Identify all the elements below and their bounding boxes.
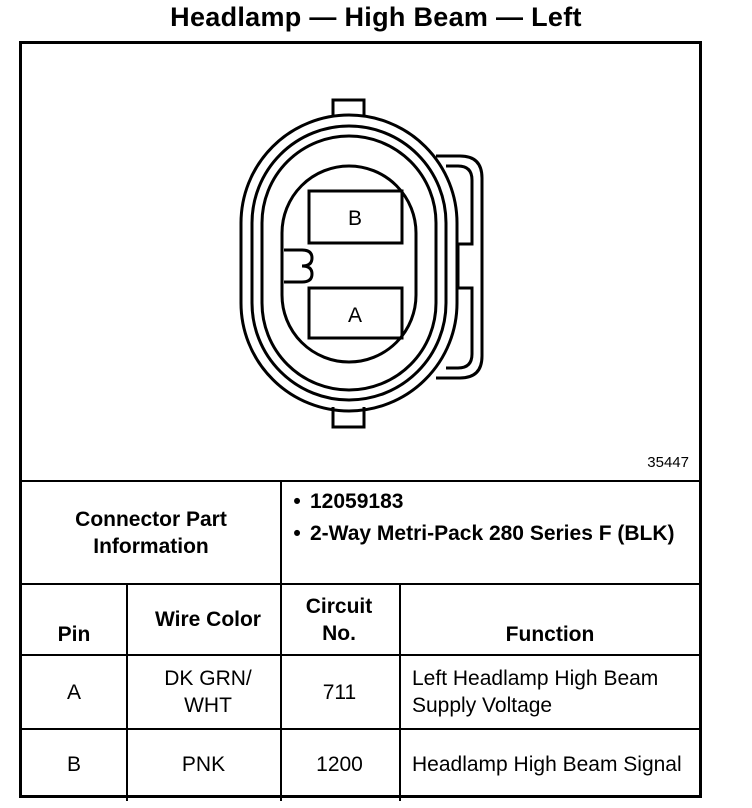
header-function: Function [505,623,595,646]
table-cell-function: Left Headlamp High Beam Supply Voltage [412,667,659,717]
header-wire-color: Wire Color [155,608,261,631]
connector-latch [436,154,484,380]
table-cell-function: Headlamp High Beam Signal [412,752,682,776]
connector-bottom-tab [331,407,366,429]
divider [22,728,699,730]
header-circuit-no: Circuit No. [305,594,373,645]
table-cell-wire-color: PNK [181,752,226,776]
page-title: Headlamp — High Beam — Left [170,2,582,32]
divider [126,583,128,801]
connector-inner-housing [280,164,418,364]
table-cell-wire-color: DK GRN/ WHT [164,667,252,717]
divider [22,583,699,585]
list-item: • 2-Way Metri-Pack 280 Series F (BLK) [293,522,675,545]
table-cell-pin: A [66,680,81,704]
connector-info-label: Connector Part Information [75,507,227,558]
table-cell-circuit-no: 1200 [316,752,363,776]
table-cell-circuit-no: 711 [322,680,357,704]
connector-face-diagram: B A [239,98,484,429]
list-item: • 12059183 [293,490,404,513]
cavity-a [307,286,404,340]
diagram-reference-number: 35447 [647,454,689,471]
cavity-b [307,189,404,245]
connector-outer-shell [239,113,459,413]
keying-notch [284,248,314,284]
cavity-a-label: A [348,304,362,327]
connector-info-list: • 12059183 • 2-Way Metri-Pack 280 Series… [284,488,694,552]
connector-top-tab [331,98,366,117]
divider [22,654,699,656]
table-cell-pin: B [66,752,81,776]
divider [22,480,699,482]
header-pin: Pin [57,623,91,646]
divider [399,583,401,801]
connector-table-frame: B A 35447 Connector Part Information • 1… [19,41,702,801]
divider [280,480,282,801]
cavity-b-label: B [348,207,362,230]
